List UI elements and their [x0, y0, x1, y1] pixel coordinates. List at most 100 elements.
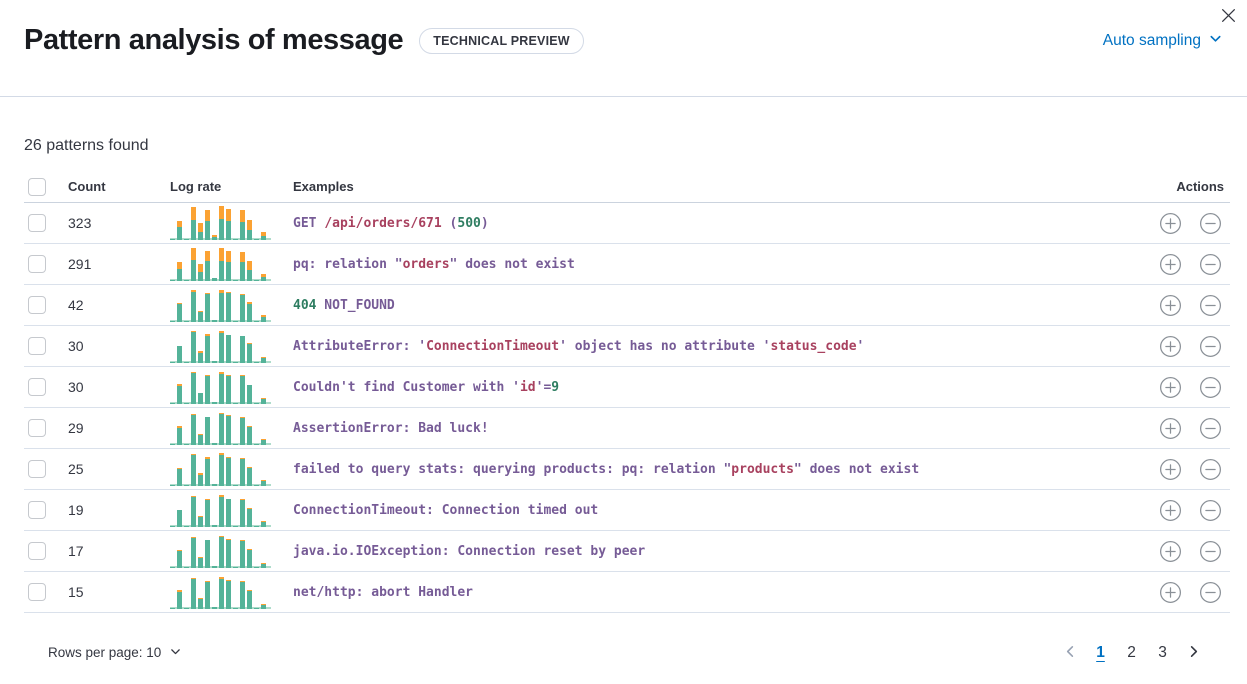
- row-checkbox[interactable]: [28, 378, 46, 396]
- row-checkbox[interactable]: [28, 460, 46, 478]
- plus-in-circle-icon: [1159, 417, 1182, 443]
- chart-bar: [212, 484, 217, 486]
- chart-bar: [226, 292, 231, 322]
- table-row: 19 ConnectionTimeout: Connection timed o…: [24, 490, 1230, 531]
- filter-in-button[interactable]: [1159, 253, 1182, 276]
- chart-bar: [205, 210, 210, 240]
- chart-bar: [205, 540, 210, 568]
- page-button-1[interactable]: 1: [1087, 639, 1114, 666]
- sampling-dropdown[interactable]: Auto sampling: [1103, 31, 1223, 51]
- minus-in-circle-icon: [1199, 499, 1222, 525]
- chart-bar: [184, 567, 189, 568]
- plus-in-circle-icon: [1159, 335, 1182, 361]
- filter-in-button[interactable]: [1159, 499, 1182, 522]
- filter-out-button[interactable]: [1199, 540, 1222, 563]
- chart-bar: [177, 590, 182, 609]
- chart-bar: [170, 362, 175, 363]
- chart-bar: [212, 320, 217, 322]
- filter-in-button[interactable]: [1159, 335, 1182, 358]
- filter-out-button[interactable]: [1199, 335, 1222, 358]
- chart-bar: [261, 274, 266, 281]
- next-page-button[interactable]: [1180, 640, 1206, 666]
- chart-bar: [184, 239, 189, 240]
- chart-bar: [261, 480, 266, 486]
- log-rate-chart: [170, 370, 271, 404]
- example-text: AttributeError: 'ConnectionTimeout' obje…: [293, 338, 865, 354]
- example-text: GET /api/orders/671 (500): [293, 215, 489, 231]
- page-button-2[interactable]: 2: [1118, 639, 1145, 666]
- filter-out-button[interactable]: [1199, 212, 1222, 235]
- chart-bar: [261, 315, 266, 322]
- filter-in-button[interactable]: [1159, 212, 1182, 235]
- chart-bar: [191, 331, 196, 363]
- example-text: 404 NOT_FOUND: [293, 297, 395, 313]
- count-value: 15: [68, 584, 84, 600]
- row-checkbox[interactable]: [28, 296, 46, 314]
- chart-bar: [205, 457, 210, 486]
- filter-in-button[interactable]: [1159, 294, 1182, 317]
- chart-bar: [226, 457, 231, 486]
- chart-bar: [198, 598, 203, 609]
- log-rate-chart: [170, 575, 271, 609]
- chevron-down-icon: [1208, 31, 1223, 51]
- chart-bar: [233, 362, 238, 363]
- chart-bar: [212, 402, 217, 404]
- filter-out-button[interactable]: [1199, 499, 1222, 522]
- filter-out-button[interactable]: [1199, 294, 1222, 317]
- chart-bar: [177, 262, 182, 281]
- chart-bar: [254, 485, 259, 486]
- chart-bar: [261, 232, 266, 240]
- filter-out-button[interactable]: [1199, 253, 1222, 276]
- chart-bar: [191, 454, 196, 486]
- chart-bar: [247, 343, 252, 363]
- filter-in-button[interactable]: [1159, 581, 1182, 604]
- row-checkbox[interactable]: [28, 583, 46, 601]
- chart-bar: [240, 210, 245, 240]
- filter-out-button[interactable]: [1199, 376, 1222, 399]
- chart-bar: [233, 280, 238, 281]
- row-checkbox[interactable]: [28, 337, 46, 355]
- chart-bar: [254, 280, 259, 281]
- select-all-checkbox[interactable]: [28, 177, 46, 196]
- example-text: ConnectionTimeout: Connection timed out: [293, 502, 599, 518]
- chart-bar: [233, 485, 238, 486]
- chart-bar: [226, 251, 231, 281]
- count-value: 42: [68, 297, 84, 313]
- chart-bar: [198, 223, 203, 240]
- table-row: 29 AssertionError: Bad luck!: [24, 408, 1230, 449]
- chart-bar: [177, 221, 182, 240]
- previous-page-button[interactable]: [1057, 640, 1083, 666]
- chart-bar: [198, 393, 203, 404]
- chart-bar: [226, 375, 231, 404]
- close-button[interactable]: [1215, 4, 1241, 30]
- chart-bar: [170, 567, 175, 568]
- chart-bar: [240, 499, 245, 527]
- chart-bar: [170, 321, 175, 322]
- chart-bar: [240, 375, 245, 404]
- filter-out-button[interactable]: [1199, 581, 1222, 604]
- row-checkbox[interactable]: [28, 255, 46, 273]
- page-button-3[interactable]: 3: [1149, 639, 1176, 666]
- rows-per-page-dropdown[interactable]: Rows per page: 10: [48, 645, 182, 661]
- chart-bar: [254, 444, 259, 445]
- chart-bar: [184, 280, 189, 281]
- filter-out-button[interactable]: [1199, 458, 1222, 481]
- log-rate-chart: [170, 247, 271, 281]
- chart-bar: [247, 220, 252, 240]
- filter-in-button[interactable]: [1159, 458, 1182, 481]
- chart-bar: [191, 372, 196, 404]
- minus-in-circle-icon: [1199, 417, 1222, 443]
- chart-bar: [205, 375, 210, 404]
- row-checkbox[interactable]: [28, 501, 46, 519]
- sampling-label: Auto sampling: [1102, 32, 1201, 49]
- row-checkbox[interactable]: [28, 419, 46, 437]
- row-checkbox[interactable]: [28, 214, 46, 232]
- row-checkbox[interactable]: [28, 542, 46, 560]
- filter-in-button[interactable]: [1159, 540, 1182, 563]
- filter-out-button[interactable]: [1199, 417, 1222, 440]
- chart-bar: [247, 261, 252, 281]
- filter-in-button[interactable]: [1159, 376, 1182, 399]
- flyout-body: 26 patterns found Count Log rate Example…: [0, 97, 1247, 666]
- count-value: 29: [68, 420, 84, 436]
- filter-in-button[interactable]: [1159, 417, 1182, 440]
